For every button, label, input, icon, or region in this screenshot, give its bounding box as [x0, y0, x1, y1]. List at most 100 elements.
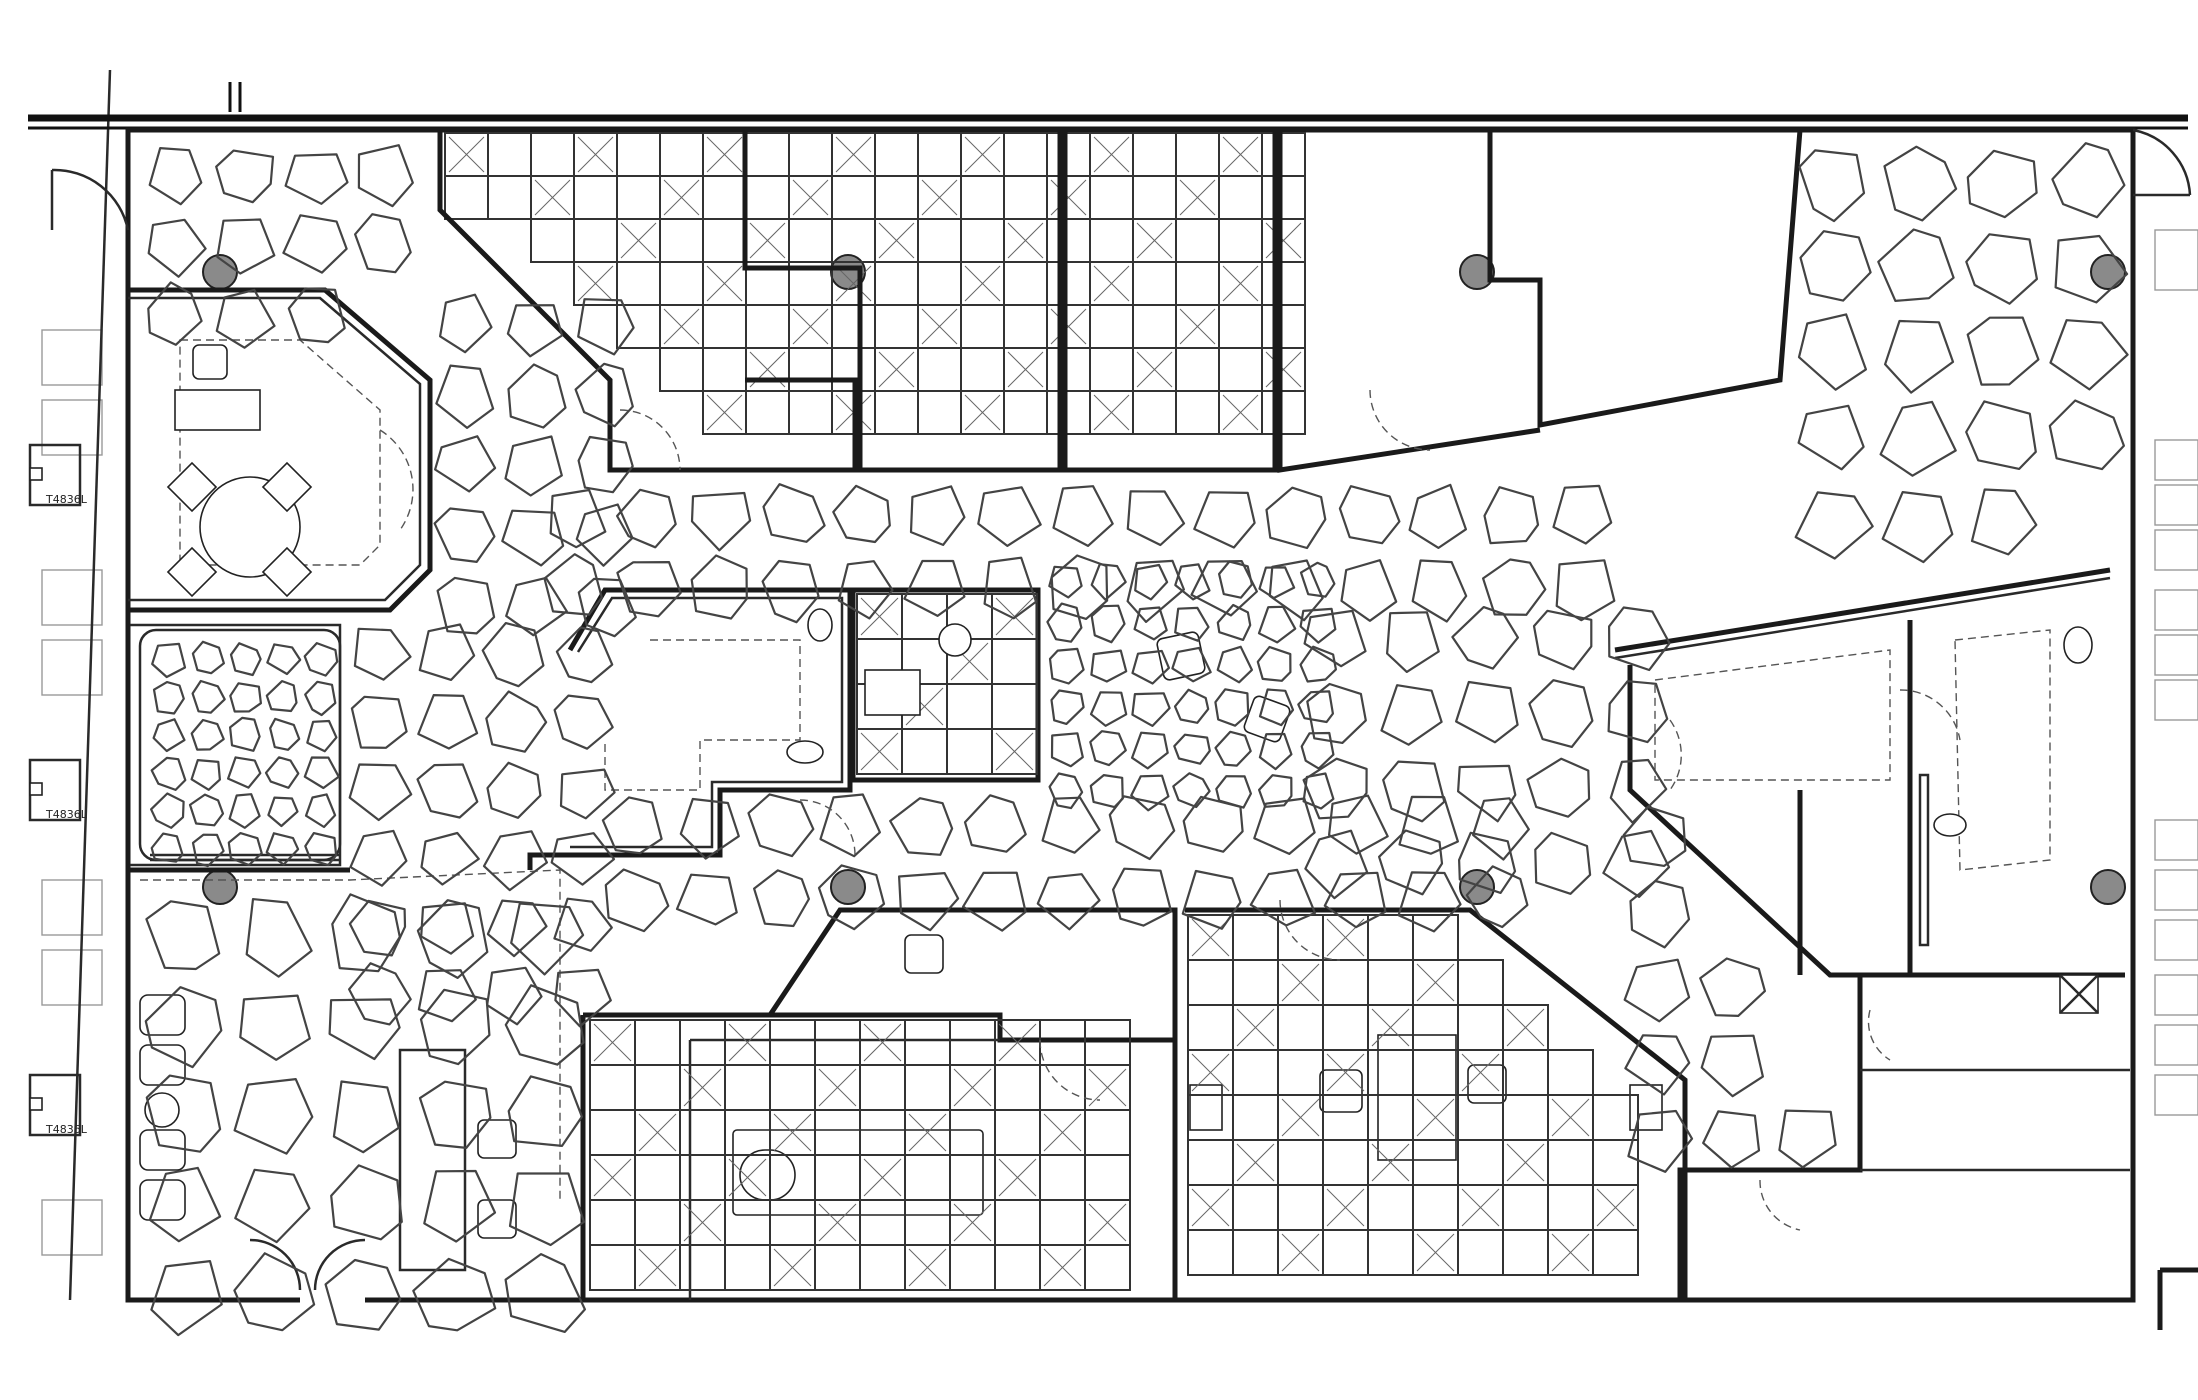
paver-tile [1268, 559, 1324, 622]
paver-tile [191, 833, 225, 868]
paver-tile [1036, 873, 1101, 931]
ceiling-tile [530, 218, 575, 263]
paver-tile [1602, 829, 1671, 899]
ceiling-tile [901, 728, 948, 775]
ceiling-tile [831, 132, 876, 177]
paver-tile [897, 871, 960, 932]
paver-tile [1215, 775, 1253, 809]
ceiling-tile [1261, 390, 1306, 435]
paver-tile [1607, 606, 1671, 672]
paver-tile [1451, 605, 1520, 670]
paver-tile [1483, 486, 1540, 545]
paver-tile [1048, 647, 1085, 685]
bed-icon [732, 1129, 984, 1216]
paver-tile [486, 761, 542, 819]
paver-tile [1090, 563, 1127, 601]
paver-tile [504, 1252, 587, 1334]
paver-tile [2048, 399, 2125, 471]
ceiling-tile [1132, 132, 1177, 177]
ceiling-tile [904, 1019, 951, 1066]
ceiling-tile [769, 1019, 816, 1066]
ceiling-tile [1046, 390, 1091, 435]
paver-tile [1299, 607, 1337, 644]
ceiling-tile [917, 390, 962, 435]
ceiling-tile [1132, 261, 1177, 306]
table-icon [1377, 1034, 1457, 1161]
ceiling-tile [530, 132, 575, 177]
paver-tile [303, 641, 339, 677]
ceiling-tile [1218, 304, 1263, 349]
chair-icon [166, 546, 218, 598]
paver-tile [909, 485, 966, 547]
paver-tile [152, 718, 186, 753]
ceiling-tile [659, 175, 704, 220]
paver-tile [239, 994, 311, 1061]
paver-tile [1555, 559, 1616, 622]
ceiling-tile [1322, 1229, 1369, 1276]
paver-tile [228, 793, 261, 829]
ceiling-tile [788, 304, 833, 349]
ceiling-tile [1367, 1229, 1414, 1276]
paver-tile [267, 796, 299, 828]
ceiling-tile [702, 175, 747, 220]
ceiling-tile [1218, 132, 1263, 177]
paver-tile [1304, 829, 1369, 900]
sink-icon [2063, 626, 2093, 664]
central-grid-room [850, 587, 1041, 783]
ceiling-tile [659, 304, 704, 349]
paver-tile [435, 364, 495, 429]
paver-tile [554, 968, 612, 1028]
ceiling-tile [1089, 347, 1134, 392]
ceiling-tile [1003, 175, 1048, 220]
ceiling-tile [1046, 347, 1091, 392]
paver-tile [227, 831, 263, 867]
paver-tile [577, 435, 634, 494]
paver-tile [1471, 797, 1530, 861]
ceiling-tile [788, 132, 833, 177]
ceiling-tile [1132, 390, 1177, 435]
ceiling-tile [616, 218, 661, 263]
ceiling-tile [573, 175, 618, 220]
ceiling-tile [917, 175, 962, 220]
paver-tile [1457, 831, 1517, 895]
door-swings [379, 389, 1961, 1231]
ceiling-tile [994, 1109, 1041, 1156]
paver-tile [1323, 871, 1387, 929]
lower-left-room [128, 867, 561, 1291]
paver-tile [1798, 149, 1866, 223]
ceiling-tile [702, 390, 747, 435]
sink-icon [1629, 1084, 1663, 1131]
ceiling-tile [745, 304, 790, 349]
exterior-right-fixtures [2154, 229, 2198, 1330]
ceiling-tile [1089, 304, 1134, 349]
ceiling-tile [1187, 1184, 1234, 1231]
paver-tile [1134, 563, 1169, 601]
round-table-icon [938, 623, 972, 657]
paver-tile [505, 576, 568, 637]
paver-tile [1089, 773, 1124, 809]
exterior-tag: T4836L [45, 808, 88, 821]
ceiling-tile [1089, 261, 1134, 306]
paver-tile [227, 756, 262, 789]
ceiling-tile [634, 1064, 681, 1111]
paver-tile [433, 507, 496, 564]
paver-tile [575, 503, 634, 567]
paver-tile [1258, 732, 1293, 771]
paver-tile [837, 560, 894, 620]
ceiling-tile [702, 218, 747, 263]
ceiling-tile [1261, 218, 1306, 263]
column-marker [2090, 869, 2126, 905]
paver-tile [353, 627, 412, 681]
paver-tile [1970, 488, 2038, 556]
ceiling-tile [1277, 1049, 1324, 1096]
paver-tile [436, 576, 496, 635]
ceiling-tile [724, 1064, 771, 1111]
paver-tile [486, 966, 543, 1026]
paver-tile [1411, 559, 1468, 623]
paver-tile [819, 793, 882, 858]
paver-tile [324, 1258, 402, 1331]
paver-tile [1408, 483, 1468, 550]
paver-tile [245, 897, 313, 978]
ceiling-tile [1175, 390, 1220, 435]
paver-tile [1302, 772, 1335, 810]
